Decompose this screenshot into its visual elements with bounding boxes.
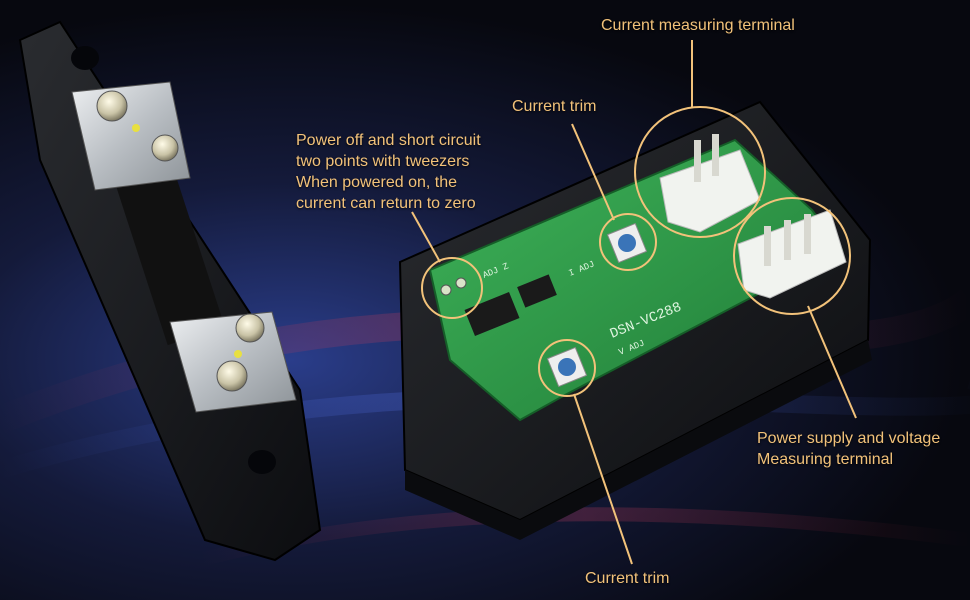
ic-chip	[464, 292, 520, 336]
label-zero-reset-line3: When powered on, the	[296, 174, 457, 191]
solder-dot	[234, 350, 242, 358]
connector-pin	[784, 220, 791, 260]
mounting-hole	[248, 450, 276, 474]
connector-pin	[804, 214, 811, 254]
label-zero-reset-line1: Power off and short circuit	[296, 132, 481, 149]
callout-line	[573, 393, 633, 565]
short-pad	[440, 284, 452, 296]
callout-circle-trim-bottom	[538, 339, 596, 397]
screw	[96, 90, 128, 122]
connector-pin	[764, 226, 771, 266]
screw	[151, 134, 179, 162]
label-zero-reset-line4: current can return to zero	[296, 195, 476, 212]
meter-module	[398, 100, 872, 540]
mounting-hole	[71, 46, 99, 70]
label-power-supply-line2: Measuring terminal	[757, 451, 894, 468]
callout-circle-trim-top	[599, 213, 657, 271]
shunt-strip	[115, 164, 225, 346]
label-current-terminal: Current measuring terminal	[601, 17, 795, 34]
label-power-supply-line1: Power supply and voltage	[757, 430, 941, 447]
trimmer-screw	[558, 358, 576, 376]
label-power-supply: Power supply and voltage Measuring termi…	[757, 428, 940, 470]
label-zero-reset: Power off and short circuit two points w…	[296, 130, 481, 214]
short-pad	[455, 277, 467, 289]
solder-dot	[132, 124, 140, 132]
connector-current	[659, 149, 761, 233]
callout-circle-power-terminal	[733, 197, 851, 315]
callout-line	[571, 123, 615, 221]
callout-circle-zero	[421, 257, 483, 319]
label-zero-reset-line2: two points with tweezers	[296, 153, 470, 170]
shunt-resistor	[18, 20, 322, 562]
callout-line	[411, 211, 441, 263]
screw	[216, 360, 248, 392]
label-current-trim-top: Current trim	[512, 98, 597, 115]
resistor-array	[517, 274, 557, 308]
callouts	[411, 40, 857, 565]
connector-pin	[694, 140, 701, 182]
trimmer-screw	[618, 234, 636, 252]
callout-circle-current-terminal	[634, 106, 766, 238]
label-current-trim-bottom: Current trim	[585, 570, 670, 587]
connector-pin	[712, 134, 719, 176]
callout-line	[807, 305, 857, 419]
connector-power	[737, 209, 847, 299]
screw	[235, 313, 265, 343]
